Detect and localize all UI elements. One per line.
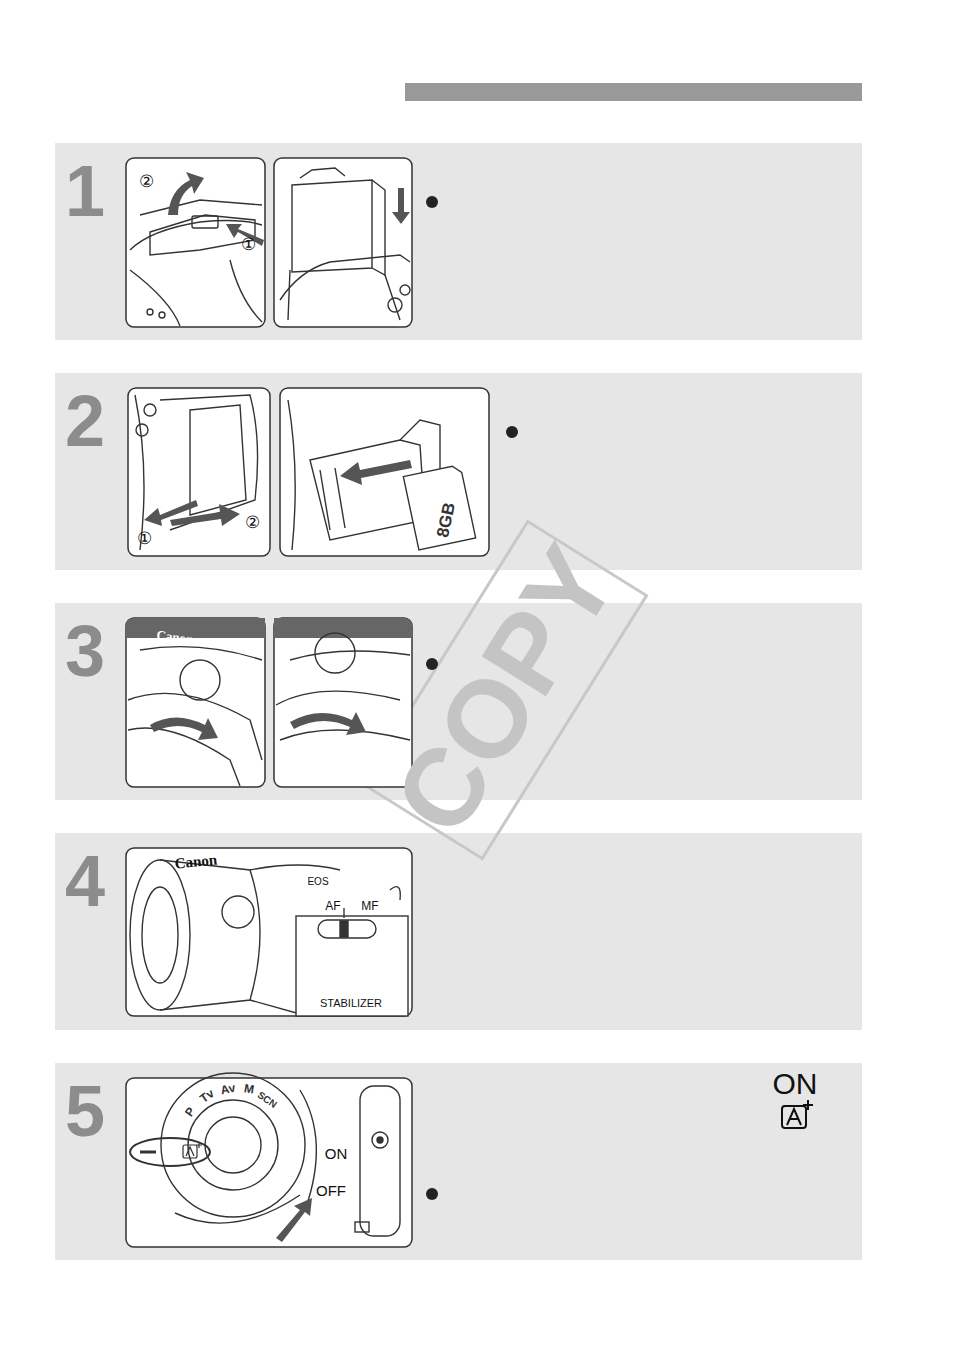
step-number: 1 — [65, 155, 105, 227]
switch-position: OFF — [316, 1183, 346, 1198]
step-band: 2 — [55, 373, 862, 570]
step-band: 1 — [55, 143, 862, 340]
step-band: 5 — [55, 1063, 862, 1260]
switch-label: MF — [361, 900, 378, 912]
callout-number: ② — [139, 173, 154, 190]
callout-number: ① — [137, 530, 152, 547]
model-mark: EOS — [307, 877, 328, 887]
callout-number: ① — [241, 236, 256, 253]
switch-label: STABILIZER — [320, 998, 382, 1009]
callout-number: ② — [245, 514, 260, 531]
step-number: 5 — [65, 1075, 105, 1147]
switch-position: ON — [773, 1069, 818, 1099]
mode-letter: Av — [219, 1082, 236, 1097]
step-number: 4 — [65, 845, 105, 917]
step-number: 3 — [65, 615, 105, 687]
switch-position: ON — [325, 1146, 348, 1161]
step-number: 2 — [65, 385, 105, 457]
mode-letter: M — [243, 1082, 255, 1096]
switch-label: AF — [325, 900, 340, 912]
